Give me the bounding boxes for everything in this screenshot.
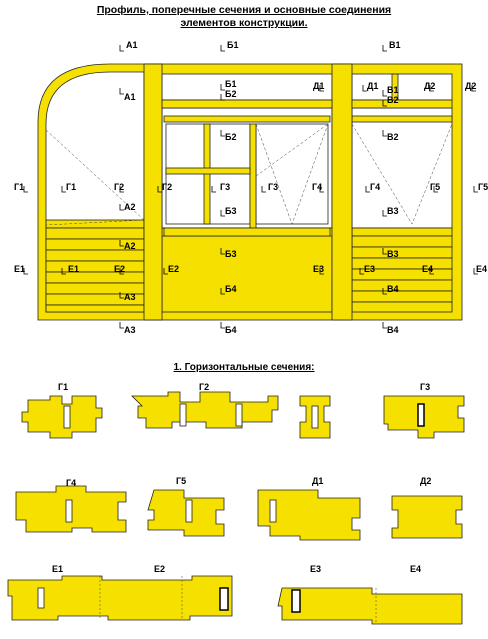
section-label: В2 — [387, 132, 399, 142]
section-label: А1 — [124, 92, 136, 102]
window-elevation — [37, 63, 463, 321]
section-label: В1 — [389, 40, 401, 50]
section-label: Е3 — [364, 264, 375, 274]
profile-e1 — [7, 575, 233, 621]
section-label: Д1 — [313, 81, 324, 91]
section-label: А2 — [124, 241, 136, 251]
section-label: А3 — [124, 325, 136, 335]
section-label: А3 — [124, 292, 136, 302]
header-line-1: Профиль, поперечные сечения и основные с… — [96, 4, 392, 16]
section-labels: А1 Б1 В1 А1 Б1 Б2 Д1 Д1 В1 Д2 Д2 В2 Б2 В… — [14, 40, 488, 335]
section-label: Е4 — [422, 264, 433, 274]
header-line-2: элементов конструкции. — [180, 17, 308, 29]
section-label: В1 — [387, 85, 399, 95]
caption: Г5 — [176, 476, 186, 486]
section-label: Б4 — [225, 325, 236, 335]
caption: Е1 — [52, 564, 63, 574]
section-label: В2 — [387, 95, 399, 105]
middle-panel — [161, 235, 333, 313]
section-label: В3 — [387, 249, 399, 259]
section-label: Д1 — [367, 81, 378, 91]
caption: Г4 — [66, 478, 76, 488]
section-label: Б3 — [225, 206, 236, 216]
section-label: Г4 — [312, 182, 322, 192]
section-label: Е2 — [168, 264, 179, 274]
section-label: В3 — [387, 206, 399, 216]
section-label: Б1 — [227, 40, 238, 50]
caption: Г2 — [199, 382, 209, 392]
section-label: Е4 — [476, 264, 487, 274]
profile-inserts — [37, 403, 425, 613]
section-label: Б2 — [225, 132, 236, 142]
section-label: Б3 — [225, 249, 236, 259]
section-label: Г3 — [220, 182, 230, 192]
section-markers — [23, 45, 478, 329]
section-title: 1. Горизонтальные сечения: — [174, 362, 315, 373]
profile-g1 — [21, 395, 103, 439]
section-label: Е1 — [68, 264, 79, 274]
profile-e3 — [277, 587, 463, 625]
section-label: Д2 — [465, 81, 476, 91]
section-label: Г2 — [162, 182, 172, 192]
right-window — [351, 107, 453, 229]
caption: Д1 — [312, 476, 323, 486]
section-label: Е1 — [14, 264, 25, 274]
section-label: Г2 — [114, 182, 124, 192]
right-boards — [351, 235, 453, 313]
section-label: Б1 — [225, 79, 236, 89]
section-label: Г5 — [478, 182, 488, 192]
section-label: А1 — [126, 40, 138, 50]
cut-lines — [99, 576, 377, 624]
caption: Е4 — [410, 564, 421, 574]
section-label: Г4 — [370, 182, 380, 192]
profile-captions: Г1 Г2 Г3 Г4 Г5 Д1 Д2 Е1 Е2 Е3 Е4 — [52, 382, 431, 574]
cross-sections — [7, 391, 465, 625]
caption: Д2 — [420, 476, 431, 486]
right-top-light — [351, 73, 453, 101]
section-label: Г3 — [268, 182, 278, 192]
section-label: Б4 — [225, 284, 236, 294]
section-label: Д2 — [424, 81, 435, 91]
middle-top-light — [161, 73, 333, 101]
section-label: Е3 — [313, 264, 324, 274]
profile-g2 — [131, 391, 279, 429]
caption: Г3 — [420, 382, 430, 392]
section-label: Е2 — [114, 264, 125, 274]
section-label: Г5 — [430, 182, 440, 192]
section-label: В4 — [387, 284, 399, 294]
caption: Е2 — [154, 564, 165, 574]
section-label: Г1 — [14, 182, 24, 192]
section-label: А2 — [124, 202, 136, 212]
caption: Е3 — [310, 564, 321, 574]
section-label: В4 — [387, 325, 399, 335]
caption: Г1 — [58, 382, 68, 392]
opening-lines — [45, 123, 453, 226]
profile-d2 — [391, 495, 463, 539]
section-label: Б2 — [225, 89, 236, 99]
section-label: Г1 — [66, 182, 76, 192]
profile-d1 — [257, 489, 361, 541]
